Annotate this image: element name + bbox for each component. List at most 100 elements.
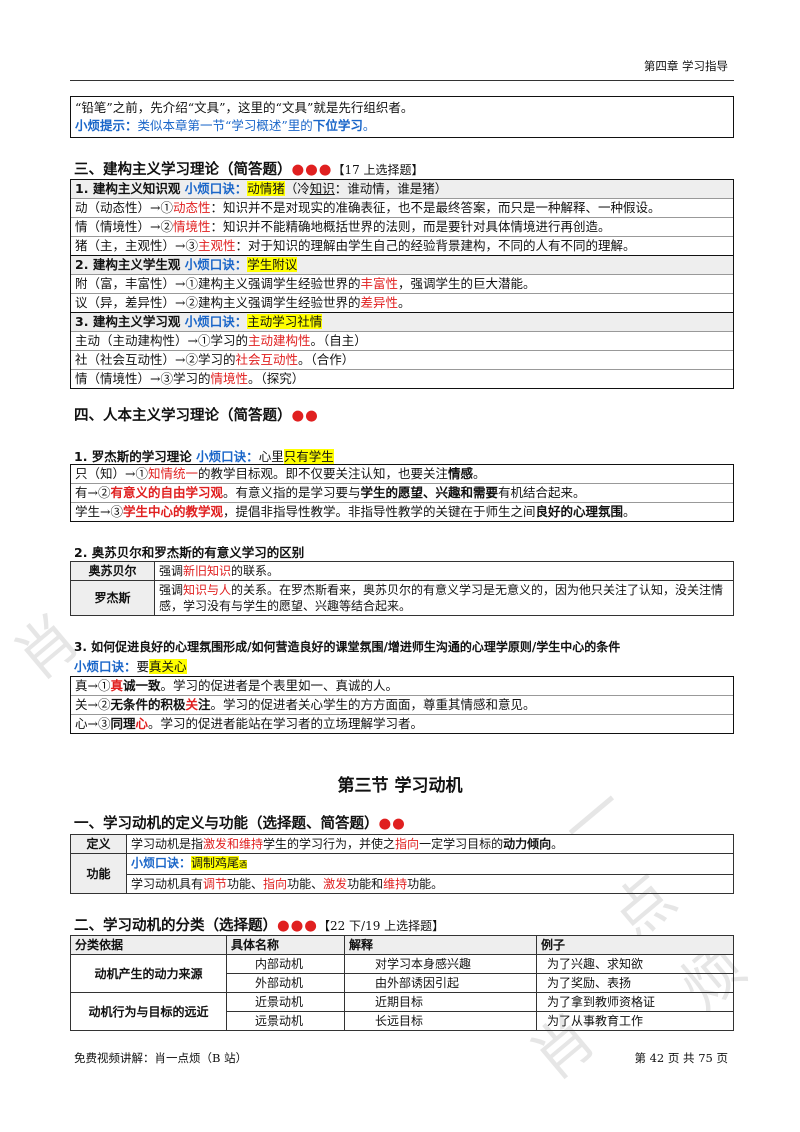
table-cell: 外部动机 xyxy=(226,973,345,993)
row-label: 奥苏贝尔 xyxy=(70,561,155,581)
tip-label: 小烦提示： xyxy=(75,118,138,133)
list-item: 真→①真诚一致。学习的促进者是个表里如一、真诚的人。 xyxy=(75,678,399,693)
section-heading: 四、人本主义学习理论（简答题）●● xyxy=(74,404,319,425)
footer-left: 免费视频讲解：肖一点烦（B 站） xyxy=(74,1051,248,1065)
comparison-table: 奥苏贝尔 强调新旧知识的联系。 罗杰斯 强调知识与人的关系。在罗杰斯看来，奥苏贝… xyxy=(70,561,734,616)
tip-end: 。 xyxy=(362,118,376,133)
list-item: 情（情境性）→②情境性：知识并不能精确地概括世界的法则，而是要针对具体情境进行再… xyxy=(71,217,733,236)
column-header: 具体名称 xyxy=(226,935,345,955)
mnemonic: 主动学习社情 xyxy=(247,314,323,329)
section-title: 第三节 学习动机 xyxy=(337,776,463,796)
mnemonic-line: 小烦口诀：要真关心 xyxy=(74,659,187,674)
group-title: 建构主义知识观 xyxy=(92,181,181,196)
section-heading: 二、学习动机的分类（选择题）●●●【22 下/19 上选择题】 xyxy=(74,914,444,935)
list-item: 关→②无条件的积极关注。学习的促进者关心学生的方方面面，尊重其情感和意见。 xyxy=(71,695,733,714)
heading-text: 二、学习动机的分类（选择题） xyxy=(74,918,277,934)
group-title: 建构主义学习观 xyxy=(92,314,181,329)
mnemonic: 学生附议 xyxy=(247,257,298,272)
mnemonic-label: 小烦口诀： xyxy=(184,314,248,329)
mnemonic-label: 小烦口诀： xyxy=(184,257,248,272)
mnemonic: 只有学生 xyxy=(283,449,334,464)
table-row: 功能 小烦口诀：调制鸡尾酒 xyxy=(70,853,734,894)
list-item: 猪（主，主观性）→③主观性：对于知识的理解由学生自己的经验背景建构，不同的人有不… xyxy=(71,236,733,255)
group-head: 2. 建构主义学生观 小烦口诀：学生附议 xyxy=(71,255,733,274)
importance-dots: ●●● xyxy=(277,918,318,934)
atmosphere-box: 真→①真诚一致。学习的促进者是个表里如一、真诚的人。 关→②无条件的积极关注。学… xyxy=(70,676,734,734)
table-cell: 由外部诱因引起 xyxy=(344,973,537,993)
tip-line: 小烦提示：类似本章第一节“学习概述”里的下位学习。 xyxy=(71,117,733,135)
table-row: 奥苏贝尔 强调新旧知识的联系。 xyxy=(70,561,734,581)
running-header: 第四章 学习指导 xyxy=(643,59,728,73)
row-label: 功能 xyxy=(70,853,127,894)
table-cell: 近景动机 xyxy=(226,992,345,1012)
table-cell: 强调新旧知识的联系。 xyxy=(154,561,734,581)
list-item: 动（动态性）→①动态性：知识并不是对现实的准确表征，也不是最终答案，而只是一种解… xyxy=(71,198,733,217)
list-item: 有→②有意义的自由学习观。有意义指的是学习要与学生的愿望、兴趣和需要有机结合起来… xyxy=(71,483,733,502)
mnemonic-label: 小烦口诀： xyxy=(196,449,259,464)
mnemonic: 动情猪 xyxy=(247,181,285,196)
definition-table: 定义 学习动机是指激发和维持学生的学习行为，并使之指向一定学习目标的动力倾向。 … xyxy=(70,834,734,894)
basis-cell: 动机行为与目标的远近 xyxy=(70,992,227,1031)
table-cell: 为了兴趣、求知欲 xyxy=(536,954,734,974)
box-text: “铅笔”之前，先介绍“文具”，这里的“文具”就是先行组织者。 xyxy=(75,100,414,115)
row-label: 罗杰斯 xyxy=(70,580,155,616)
list-item: 学生→③学生中心的教学观，提倡非指导性教学。非指导性教学的关键在于师生之间良好的… xyxy=(71,502,733,521)
table-cell: 强调知识与人的关系。在罗杰斯看来，奥苏贝尔的有意义学习是无意义的，因为他只关注了… xyxy=(154,580,734,616)
list-item: 社（社会互动性）→②学习的社会互动性。（合作） xyxy=(71,350,733,369)
row-label: 定义 xyxy=(70,834,127,854)
column-header: 分类依据 xyxy=(70,935,227,955)
column-header: 例子 xyxy=(536,935,734,955)
table-row: 动机行为与目标的远近 近景动机 近期目标 为了拿到教师资格证 xyxy=(70,992,734,1031)
tip-bold: 下位学习 xyxy=(312,118,363,133)
table-header-row: 分类依据 具体名称 解释 例子 xyxy=(70,935,734,955)
exam-note: 【17 上选择题】 xyxy=(332,163,424,177)
basis-cell: 动机产生的动力来源 xyxy=(70,954,227,993)
group-head: 3. 建构主义学习观 小烦口诀：主动学习社情 xyxy=(71,312,733,331)
sub-heading: 1. 罗杰斯的学习理论 小烦口诀：心里只有学生 xyxy=(74,449,334,464)
table-cell: 内部动机 xyxy=(226,954,345,974)
header-rule xyxy=(70,80,734,81)
table-cell: 长远目标 xyxy=(344,1011,537,1031)
table-row: 远景动机 长远目标 为了从事教育工作 xyxy=(71,1011,734,1031)
list-item: 议（异，差异性）→②建构主义强调学生经验世界的差异性。 xyxy=(71,293,733,312)
mnemonic-label: 小烦口诀： xyxy=(74,659,137,674)
heading-text: 四、人本主义学习理论（简答题） xyxy=(74,408,292,424)
table-row: 罗杰斯 强调知识与人的关系。在罗杰斯看来，奥苏贝尔的有意义学习是无意义的，因为他… xyxy=(70,580,734,616)
sub-heading: 3. 如何促进良好的心理氛围形成/如何营造良好的课堂氛围/增进师生沟通的心理学原… xyxy=(74,640,621,654)
rogers-box: 只（知）→①知情统一的教学目标观。即不仅要关注认知，也要关注情感。 有→②有意义… xyxy=(70,464,734,522)
table-cell: 为了拿到教师资格证 xyxy=(536,992,734,1012)
table-cell: 对学习本身感兴趣 xyxy=(344,954,537,974)
list-item: 主动（主动建构性）→①学习的主动建构性。（自主） xyxy=(71,331,733,350)
classification-table: 分类依据 具体名称 解释 例子 动机产生的动力来源 内部动机 对学习本身感兴趣 … xyxy=(70,935,734,1031)
page-number: 第 42 页 共 75 页 xyxy=(634,1051,728,1065)
tip-text: 类似本章第一节“学习概述”里的 xyxy=(137,118,313,133)
heading-text: 三、建构主义学习理论（简答题） xyxy=(74,162,292,178)
constructivism-box: 1. 建构主义知识观 小烦口诀：动情猪（冷知识：谁动情，谁是猪） 动（动态性）→… xyxy=(70,179,734,389)
mnemonic: 真关心 xyxy=(149,659,187,674)
table-row: 学习动机具有调节功能、指向功能、激发功能和维持功能。 xyxy=(71,874,734,894)
continuation-box: “铅笔”之前，先介绍“文具”，这里的“文具”就是先行组织者。 小烦提示：类似本章… xyxy=(70,96,734,138)
table-cell: 学习动机具有调节功能、指向功能、激发功能和维持功能。 xyxy=(126,874,734,894)
table-cell: 远景动机 xyxy=(226,1011,345,1031)
exam-note: 【22 下/19 上选择题】 xyxy=(317,919,445,933)
table-cell: 小烦口诀：调制鸡尾酒 xyxy=(126,853,734,875)
list-item: 只（知）→①知情统一的教学目标观。即不仅要关注认知，也要关注情感。 xyxy=(75,466,486,481)
sub-heading: 2. 奥苏贝尔和罗杰斯的有意义学习的区别 xyxy=(74,545,305,560)
heading-text: 一、学习动机的定义与功能（选择题、简答题） xyxy=(74,816,379,832)
column-header: 解释 xyxy=(344,935,537,955)
group-head: 1. 建构主义知识观 小烦口诀：动情猪（冷知识：谁动情，谁是猪） xyxy=(71,180,733,198)
table-cell: 为了奖励、表扬 xyxy=(536,973,734,993)
importance-dots: ●● xyxy=(291,408,319,424)
section-heading: 一、学习动机的定义与功能（选择题、简答题）●● xyxy=(74,812,406,833)
list-item: 情（情境性）→③学习的情境性。（探究） xyxy=(71,369,733,388)
table-row: 定义 学习动机是指激发和维持学生的学习行为，并使之指向一定学习目标的动力倾向。 xyxy=(70,834,734,854)
table-cell: 学习动机是指激发和维持学生的学习行为，并使之指向一定学习目标的动力倾向。 xyxy=(126,834,734,854)
list-item: 心→③同理心。学习的促进者能站在学习者的立场理解学习者。 xyxy=(71,714,733,733)
list-item: 附（富，丰富性）→①建构主义强调学生经验世界的丰富性，强调学生的巨大潜能。 xyxy=(71,274,733,293)
importance-dots: ●●● xyxy=(291,162,333,178)
table-cell: 为了从事教育工作 xyxy=(536,1011,734,1031)
table-row: 动机产生的动力来源 内部动机 对学习本身感兴趣 为了兴趣、求知欲 xyxy=(70,954,734,993)
importance-dots: ●● xyxy=(378,816,406,832)
section-heading: 三、建构主义学习理论（简答题）●●●【17 上选择题】 xyxy=(74,158,424,179)
mnemonic-label: 小烦口诀： xyxy=(184,181,248,196)
